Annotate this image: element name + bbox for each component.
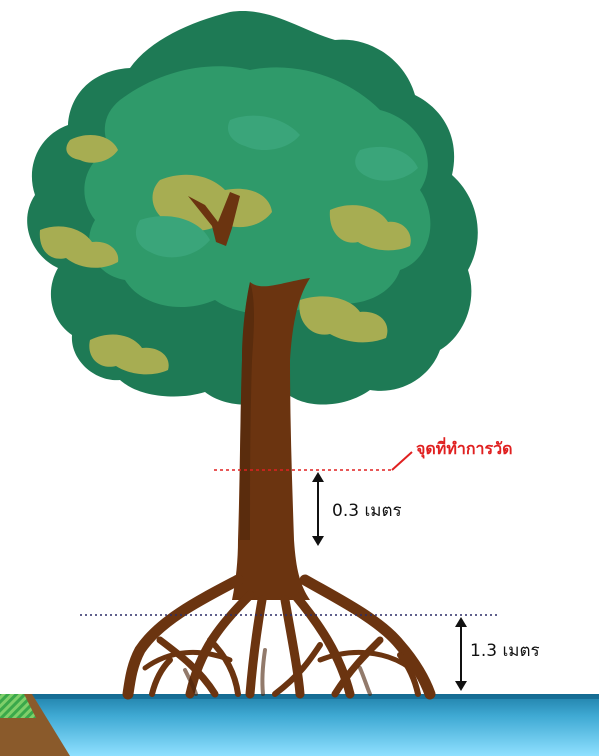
upper-height-arrow: [312, 472, 324, 546]
lower-height-label: 1.3 เมตร: [470, 643, 540, 660]
lower-height-arrow: [455, 617, 467, 691]
water-icon: [0, 694, 599, 756]
measuring-pointer: [392, 452, 412, 470]
upper-height-label: 0.3 เมตร: [332, 503, 402, 520]
measuring-point-label: จุดที่ทำการวัด: [416, 441, 512, 457]
